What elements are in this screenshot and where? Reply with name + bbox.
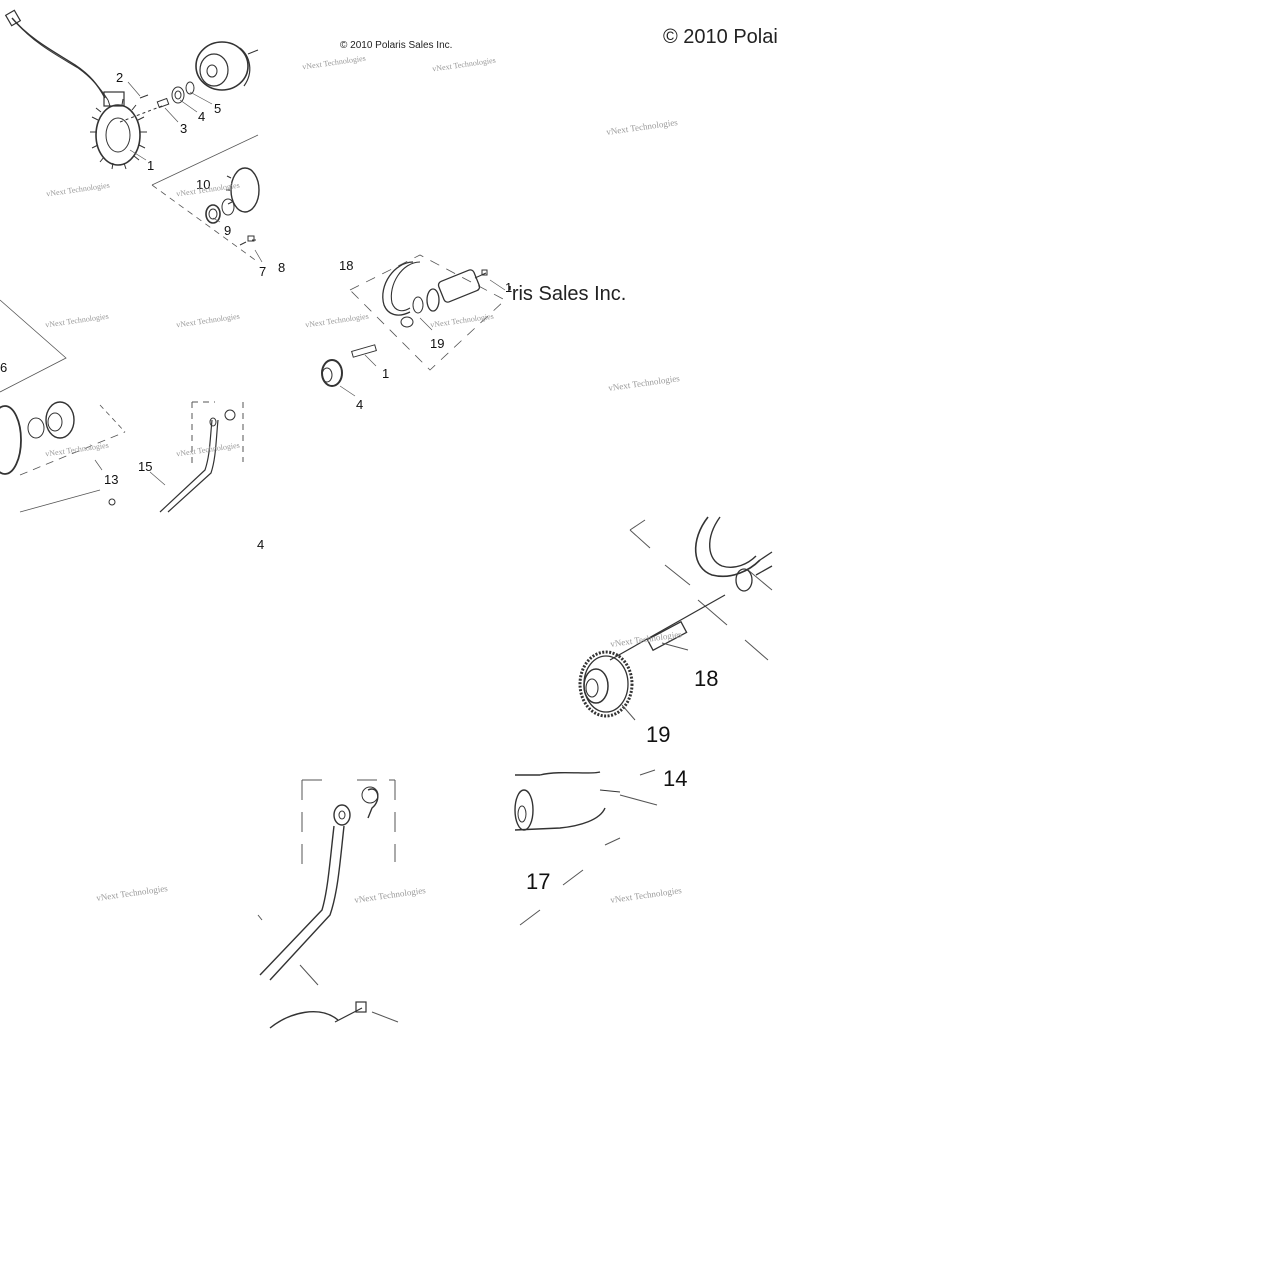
callout-15: 15 bbox=[138, 459, 153, 474]
callout-large-17: 17 bbox=[526, 869, 551, 894]
enlarged-starter-view bbox=[578, 516, 773, 721]
battery-cable-large bbox=[257, 779, 399, 1029]
callout-13: 13 bbox=[104, 472, 119, 487]
callout-5: 5 bbox=[214, 101, 222, 116]
panel-borders bbox=[0, 134, 506, 513]
stator-hardware bbox=[119, 81, 195, 123]
callout-4: 4 bbox=[198, 109, 206, 124]
callout-16: 18 bbox=[339, 258, 354, 273]
callout-19: 4 bbox=[356, 397, 364, 412]
callout-1: 1 bbox=[147, 158, 155, 173]
starter-motor-small bbox=[321, 261, 488, 387]
drive-gear-assembly bbox=[0, 401, 116, 506]
callout-7: 7 bbox=[259, 264, 267, 279]
callout-18: 1 bbox=[382, 366, 390, 381]
callout-8: 8 bbox=[278, 260, 286, 275]
callout-1-right: 1 bbox=[505, 280, 513, 295]
callout-2: 2 bbox=[116, 70, 124, 85]
enlarged-starter-motor bbox=[514, 769, 658, 926]
leader-lines bbox=[94, 81, 506, 486]
copyright-large-top: © 2010 Polai bbox=[663, 26, 778, 48]
copyright-large-mid: 'ris Sales Inc. bbox=[508, 283, 627, 305]
callout-4-lower: 4 bbox=[257, 537, 265, 552]
callout-large-18: 18 bbox=[694, 666, 719, 691]
stator-assembly bbox=[4, 9, 147, 170]
battery-cable-small bbox=[159, 401, 244, 513]
callout-3: 3 bbox=[180, 121, 188, 136]
callout-large-19: 19 bbox=[646, 722, 671, 747]
callout-17: 19 bbox=[430, 336, 445, 351]
starter-clutch bbox=[205, 167, 260, 246]
callout-9: 9 bbox=[224, 223, 232, 238]
callout-large-14: 14 bbox=[663, 766, 688, 791]
flywheel bbox=[195, 41, 259, 91]
callout-6: 6 bbox=[0, 360, 8, 375]
copyright-small: © 2010 Polaris Sales Inc. bbox=[340, 40, 453, 51]
callout-10: 10 bbox=[196, 177, 211, 192]
